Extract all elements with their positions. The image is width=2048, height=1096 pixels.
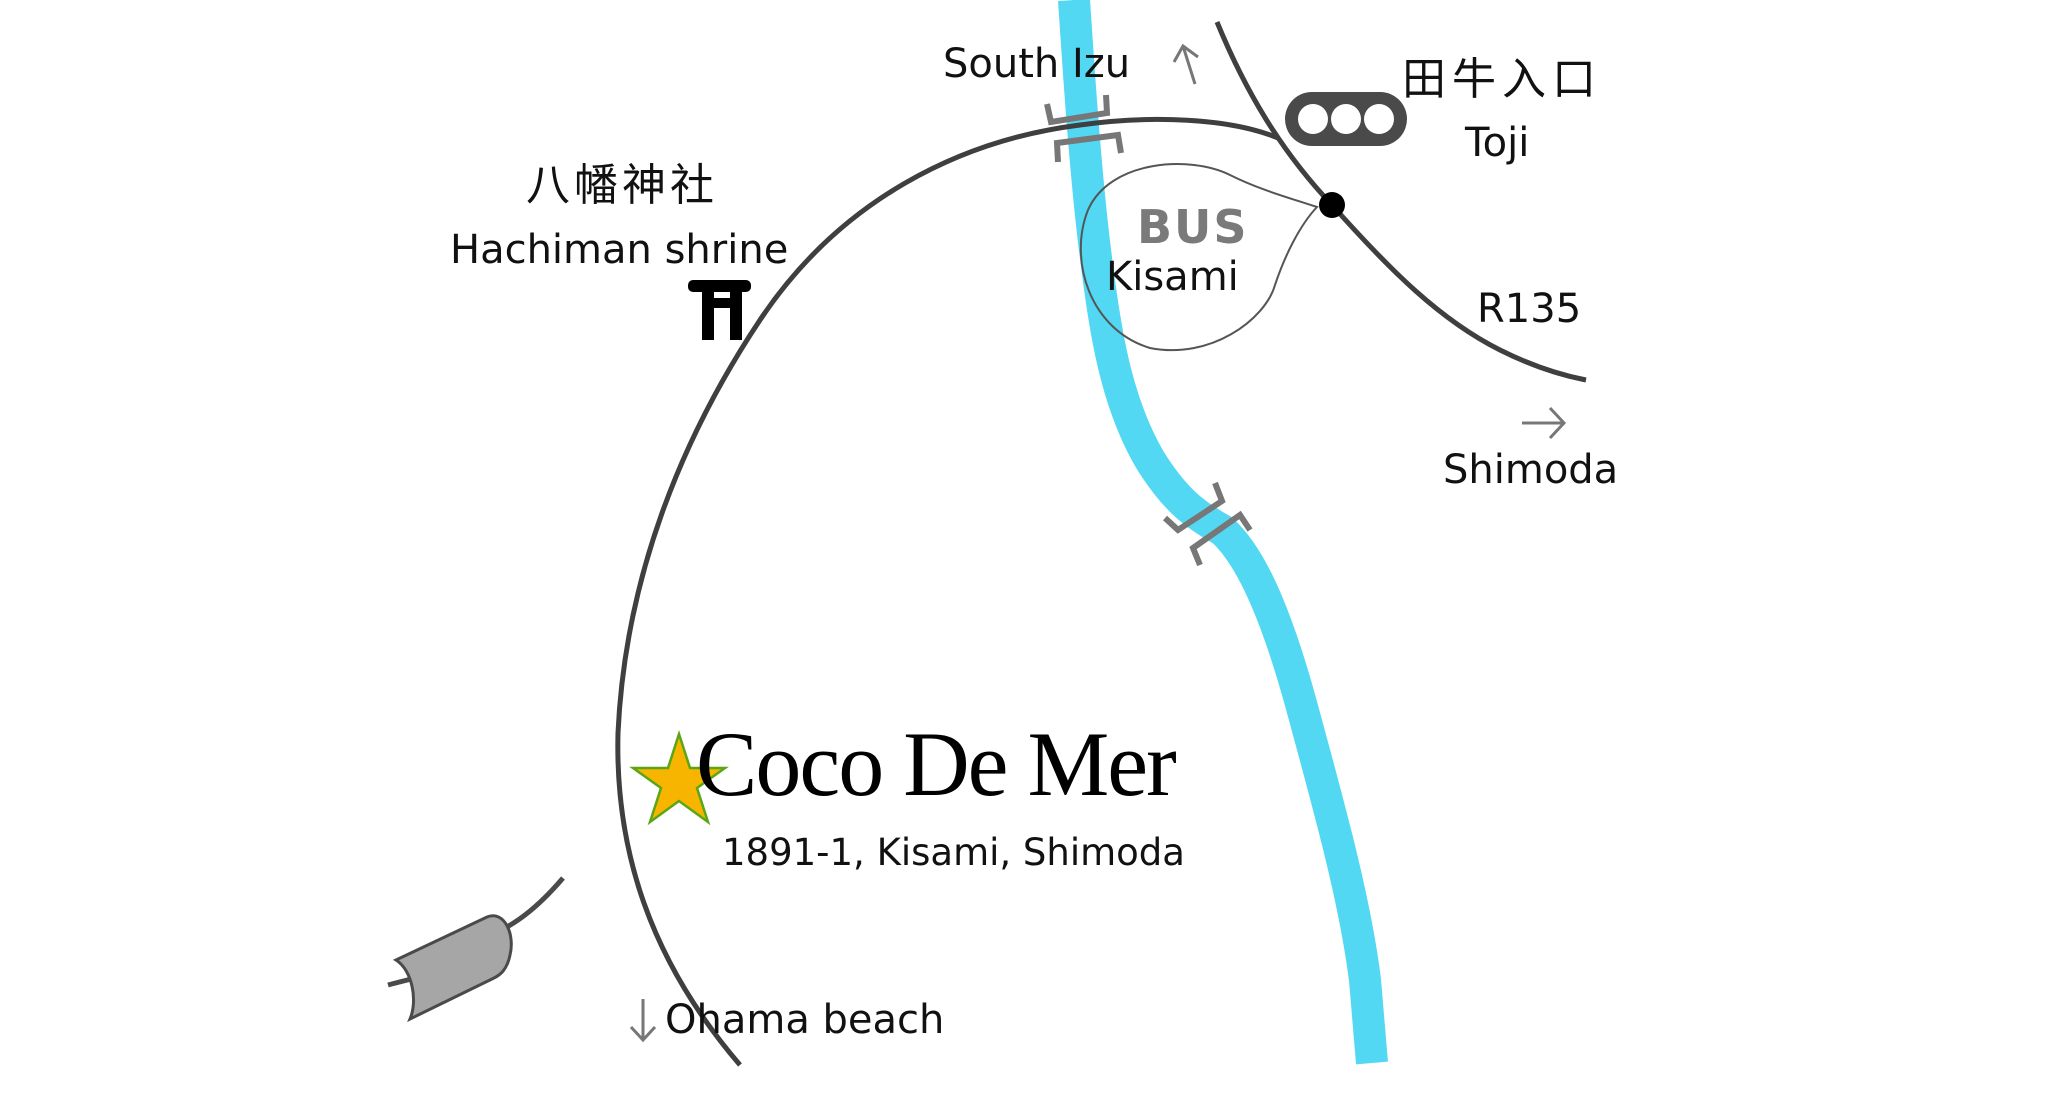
- route-r135: [1214, 21, 1587, 383]
- arrow-down-icon: [629, 999, 657, 1043]
- destination-title: Coco De Mer: [696, 713, 1176, 815]
- toji-ja-label: 田牛入口: [1402, 54, 1602, 105]
- local-road: [615, 116, 1279, 1067]
- arrow-right-icon: [1522, 406, 1567, 440]
- bridge-icon: [1162, 481, 1253, 567]
- destination-address: 1891-1, Kisami, Shimoda: [722, 831, 1185, 874]
- torii-icon: [688, 280, 751, 340]
- shimoda-label: Shimoda: [1443, 447, 1618, 493]
- tunnel-road: [503, 876, 565, 931]
- toji-label: Toji: [1464, 120, 1529, 166]
- bus-stop-callout: [1079, 163, 1319, 352]
- bus-stop-marker: [1319, 192, 1345, 218]
- shrine-label: Hachiman shrine: [450, 227, 788, 273]
- tunnel-icon: [392, 914, 513, 1023]
- bridge-icon: [1044, 94, 1124, 163]
- south-izu-label: South Izu: [943, 41, 1130, 87]
- traffic-light-icon: [1285, 92, 1407, 146]
- route-label: R135: [1477, 286, 1581, 332]
- arrow-up-icon: [1172, 43, 1199, 85]
- shrine-ja-label: 八幡神社: [526, 160, 718, 211]
- ohama-label: Ohama beach: [665, 997, 944, 1043]
- bus-label: BUS: [1137, 200, 1249, 254]
- bus-stop-label: Kisami: [1106, 254, 1239, 300]
- star-icon: [629, 729, 729, 826]
- river: [1058, 0, 1388, 1065]
